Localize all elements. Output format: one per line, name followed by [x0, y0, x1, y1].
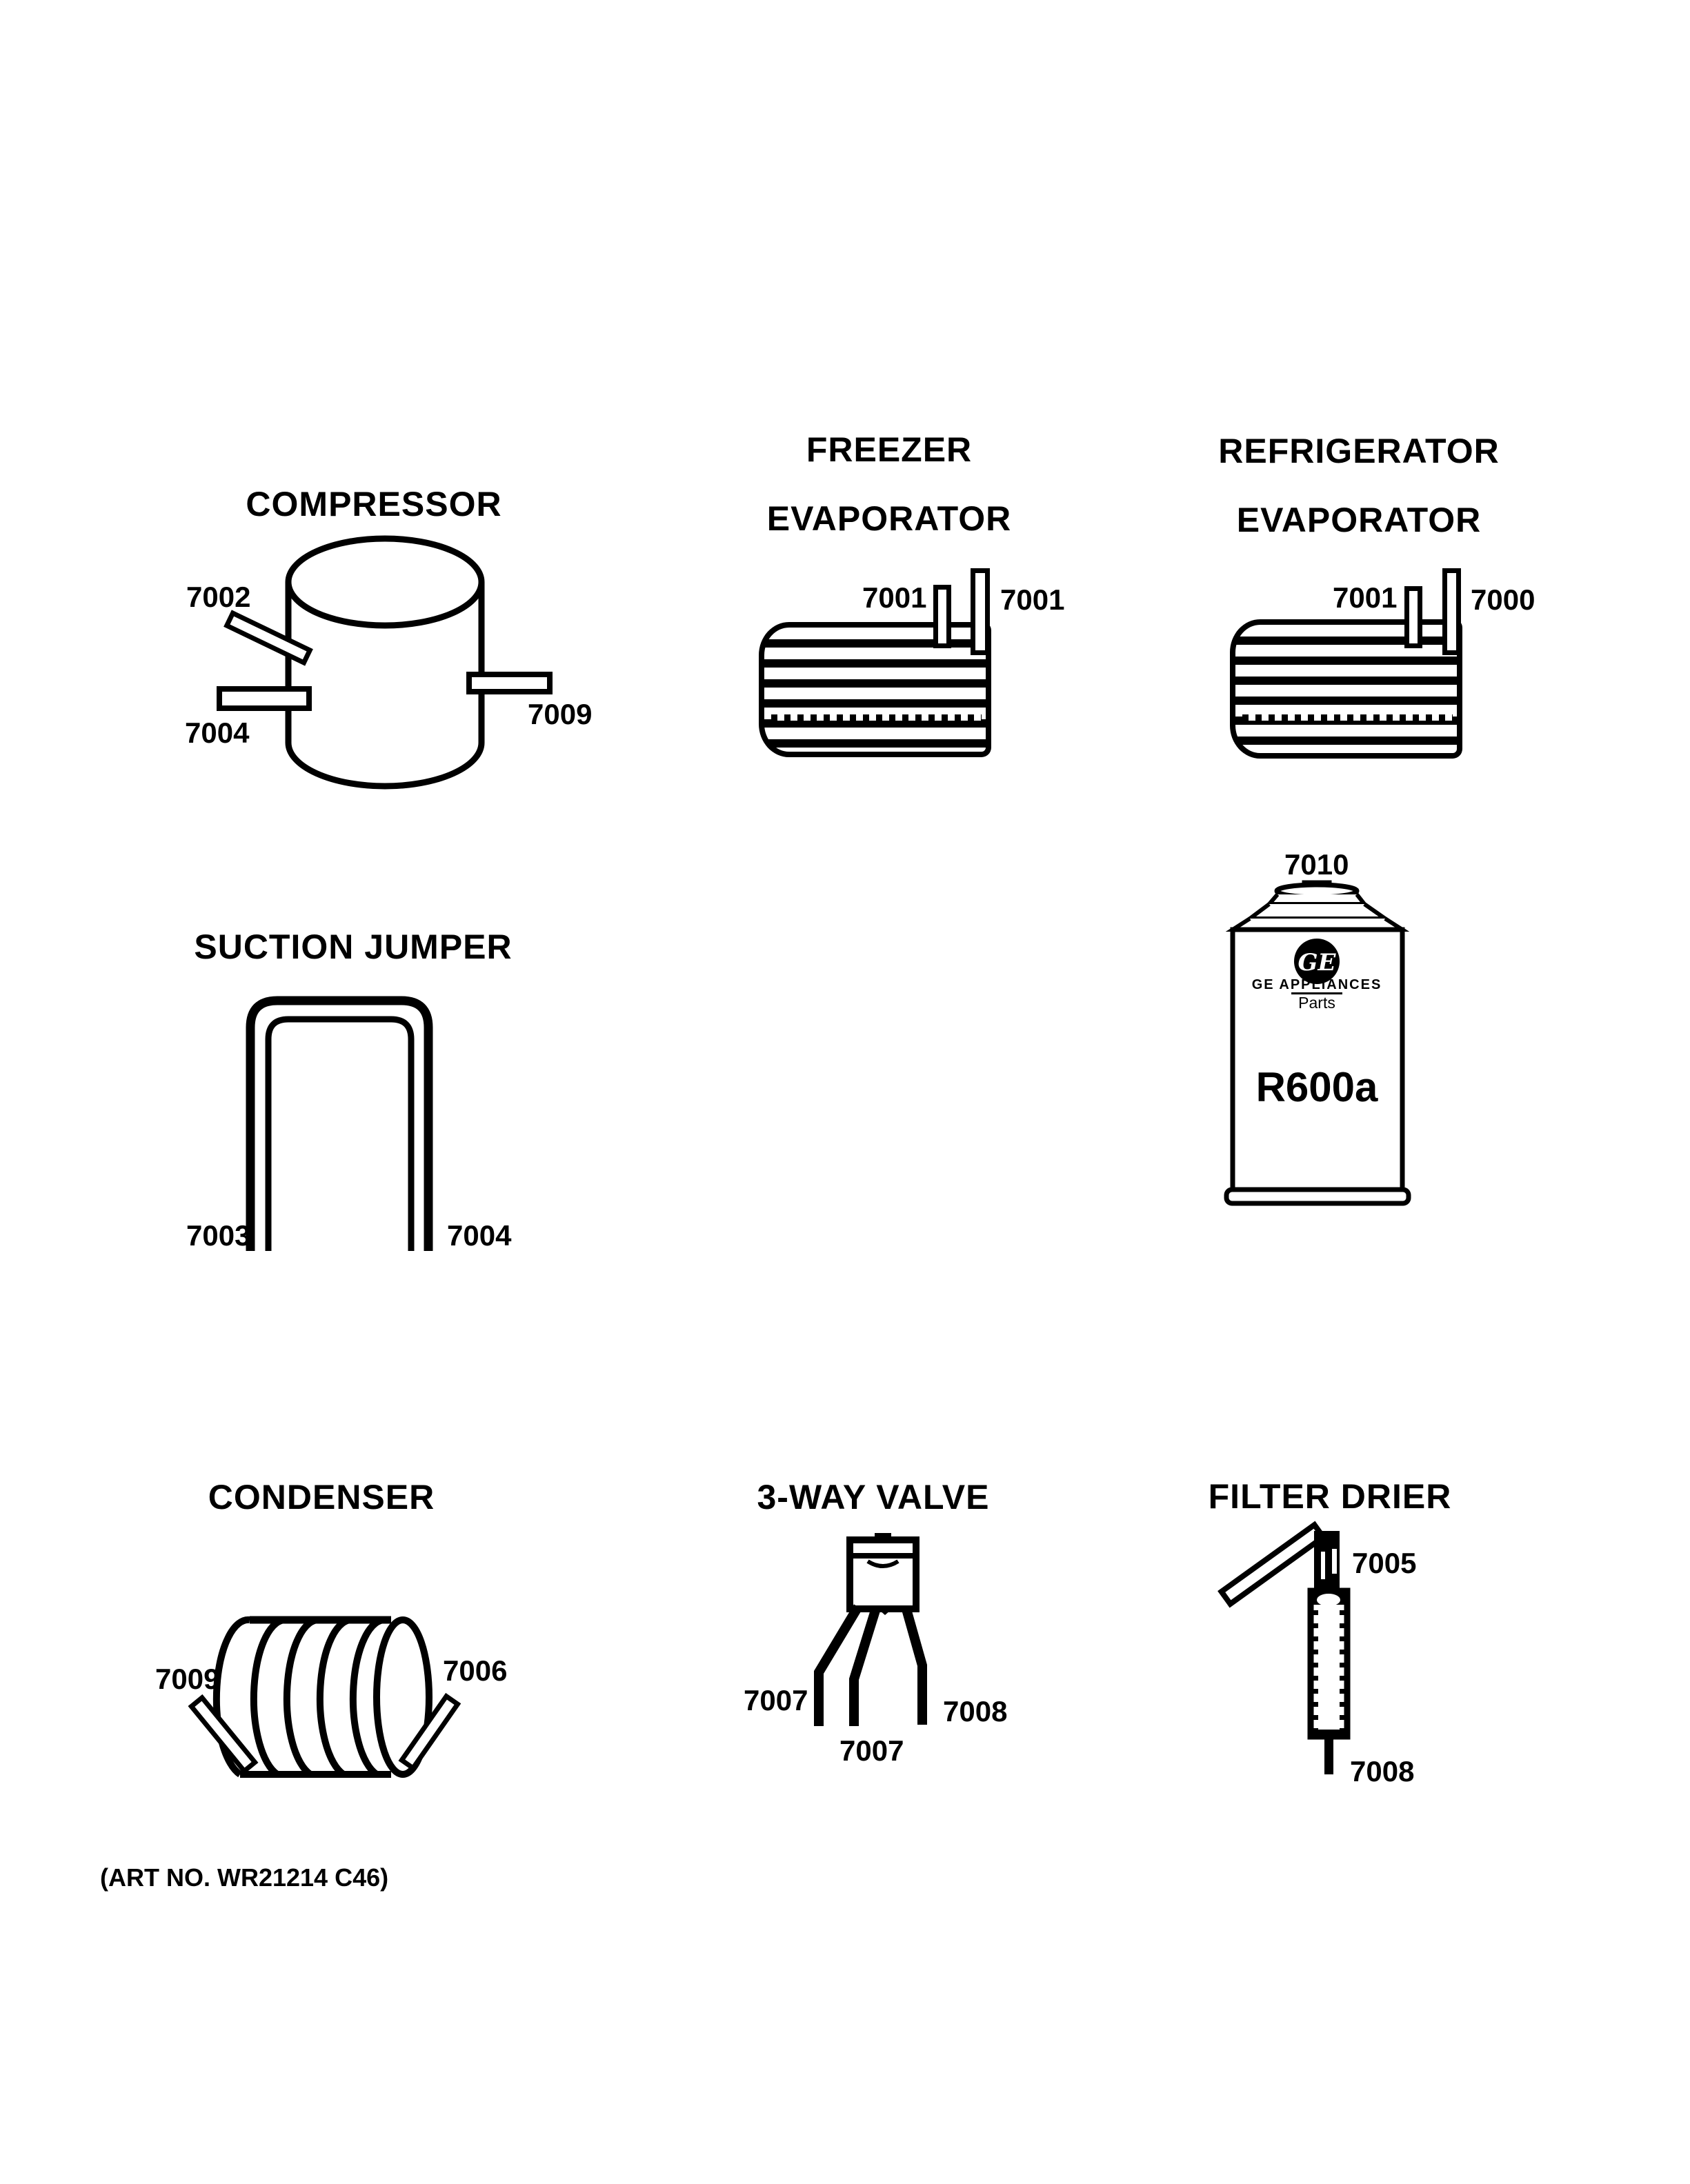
suction-jumper-figure — [246, 996, 433, 1251]
part-label-7004-compressor: 7004 — [185, 717, 250, 749]
condenser-title: CONDENSER — [208, 1478, 435, 1516]
filter-drier-figure — [1217, 1521, 1351, 1774]
part-label-7007-left: 7007 — [744, 1684, 808, 1716]
freezer-evaporator-title-line2: EVAPORATOR — [766, 499, 1012, 538]
valve-right-leg — [901, 1605, 927, 1725]
condenser-figure — [188, 1616, 461, 1778]
freezer-evaporator-body — [759, 622, 991, 757]
freezer-evaporator-title-line1: FREEZER — [806, 430, 973, 469]
refrigerator-evaporator-body — [1230, 619, 1462, 759]
can-brand-divider — [1291, 992, 1342, 994]
part-label-7008-drier: 7008 — [1350, 1755, 1415, 1787]
valve-left-leg — [814, 1604, 863, 1726]
compressor-figure — [217, 535, 553, 790]
compressor-right-pipe — [466, 672, 553, 694]
condenser-left-pipe — [188, 1694, 259, 1775]
refrigerator-evaporator-dashed-row — [1242, 714, 1453, 721]
part-label-7001-refrigerator: 7001 — [1333, 581, 1398, 614]
can-brand-text: GE APPLIANCES — [1251, 977, 1382, 992]
can-product-text: R600a — [1255, 1064, 1378, 1110]
three-way-valve-title: 3-WAY VALVE — [757, 1478, 990, 1516]
freezer-evaporator-dashed-row — [771, 714, 982, 721]
part-label-7004-jumper: 7004 — [447, 1219, 512, 1252]
can-brand-sub-text: Parts — [1298, 994, 1335, 1012]
compressor-title: COMPRESSOR — [246, 485, 502, 523]
ge-logo-icon: GE — [1294, 939, 1340, 984]
refrigerator-evaporator-outlet-tube — [1442, 568, 1461, 655]
refrigerator-evaporator-title-line2: EVAPORATOR — [1236, 501, 1482, 539]
condenser-right-pipe — [398, 1692, 461, 1772]
part-label-7009-condenser: 7009 — [155, 1663, 220, 1695]
freezer-evaporator-inlet-tube — [933, 585, 951, 648]
refrigerator-evaporator-inlet-tube — [1404, 586, 1422, 648]
filter-drier-title: FILTER DRIER — [1208, 1477, 1452, 1516]
refrigerator-evaporator-title-line1: REFRIGERATOR — [1218, 432, 1500, 470]
compressor-left-pipe — [217, 686, 312, 711]
part-label-7007-bottom: 7007 — [839, 1734, 904, 1767]
part-label-7001-freezer-right: 7001 — [1000, 583, 1065, 616]
refrigerator-evaporator-title: REFRIGERATOR EVAPORATOR — [1218, 434, 1499, 537]
part-label-7008-valve: 7008 — [943, 1695, 1008, 1727]
part-label-7010: 7010 — [1284, 848, 1349, 881]
part-label-7003: 7003 — [186, 1219, 251, 1252]
svg-text:GE: GE — [1298, 949, 1337, 976]
part-label-7000: 7000 — [1471, 583, 1535, 616]
art-number-text: (ART NO. WR21214 C46) — [100, 1863, 389, 1892]
refrigerant-can-figure: GE — [1224, 880, 1411, 1206]
part-label-7002: 7002 — [186, 581, 251, 613]
compressor-discharge-pipe — [223, 610, 313, 666]
part-label-7006: 7006 — [443, 1654, 508, 1687]
suction-jumper-title: SUCTION JUMPER — [194, 928, 513, 966]
freezer-evaporator-title: FREEZER EVAPORATOR — [767, 432, 1011, 536]
three-way-valve-figure — [814, 1533, 927, 1726]
freezer-evaporator-outlet-tube — [971, 568, 990, 655]
part-label-7009-compressor: 7009 — [528, 698, 593, 730]
valve-middle-leg — [849, 1606, 881, 1726]
part-label-7005: 7005 — [1352, 1547, 1417, 1579]
part-label-7001-freezer-left: 7001 — [862, 581, 927, 614]
filter-drier-outlet-tube — [1324, 1736, 1333, 1774]
